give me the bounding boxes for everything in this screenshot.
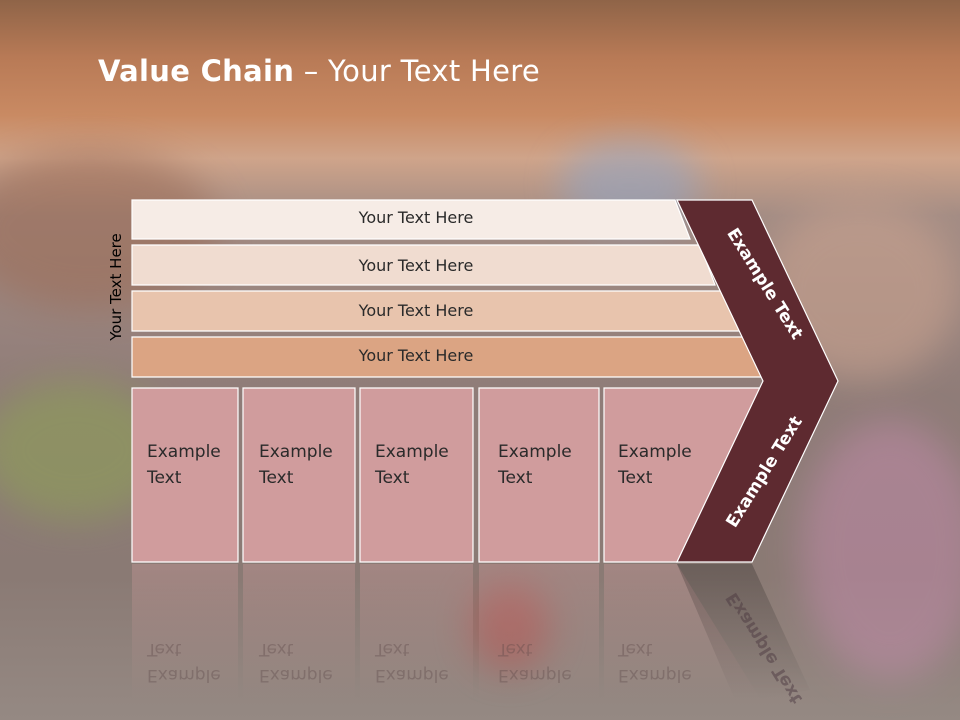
box-text-2: Example Text bbox=[259, 439, 333, 491]
box-reflection-shape-1 bbox=[132, 564, 238, 700]
page-title: Value Chain – Your Text Here bbox=[98, 54, 540, 88]
bar-label-2: Your Text Here bbox=[358, 256, 474, 275]
box-reflection-shape-4 bbox=[479, 564, 599, 700]
box-text-4: Example Text bbox=[498, 439, 572, 491]
bar-label-1: Your Text Here bbox=[358, 208, 474, 227]
box-1-line-1: Example bbox=[147, 442, 221, 462]
title-bold: Value Chain bbox=[98, 54, 295, 88]
bar-label-3: Your Text Here bbox=[358, 301, 474, 320]
chevron bbox=[676, 199, 839, 563]
primary-box-4 bbox=[478, 387, 600, 563]
title-rest: – Your Text Here bbox=[294, 54, 540, 88]
box-reflection-shape-2 bbox=[243, 564, 355, 700]
primary-box-1 bbox=[131, 387, 239, 563]
reflection-group bbox=[132, 564, 810, 700]
bar-label-4: Your Text Here bbox=[358, 346, 474, 365]
support-bars bbox=[131, 199, 766, 378]
box-1-line-2: Text bbox=[147, 468, 182, 488]
box-text-1: Example Text bbox=[147, 439, 221, 491]
primary-box-3 bbox=[359, 387, 474, 563]
box-3-line-2: Text bbox=[375, 468, 410, 488]
background-photo-pink bbox=[800, 420, 960, 680]
box-text-5: Example Text bbox=[618, 439, 692, 491]
box-4-line-1: Example bbox=[498, 442, 572, 462]
box-reflection-shape-3 bbox=[360, 564, 473, 700]
box-text-3: Example Text bbox=[375, 439, 449, 491]
box-2-line-2: Text bbox=[259, 468, 294, 488]
chevron-reflection-shape bbox=[677, 564, 810, 700]
support-bar-1 bbox=[131, 199, 691, 240]
box-4-line-2: Text bbox=[498, 468, 533, 488]
box-3-line-1: Example bbox=[375, 442, 449, 462]
support-bar-2 bbox=[131, 244, 716, 286]
box-5-line-1: Example bbox=[618, 442, 692, 462]
box-2-line-1: Example bbox=[259, 442, 333, 462]
chevron-arrow bbox=[676, 199, 839, 563]
primary-boxes bbox=[131, 387, 762, 563]
box-5-line-2: Text bbox=[618, 468, 653, 488]
primary-box-2 bbox=[242, 387, 356, 563]
